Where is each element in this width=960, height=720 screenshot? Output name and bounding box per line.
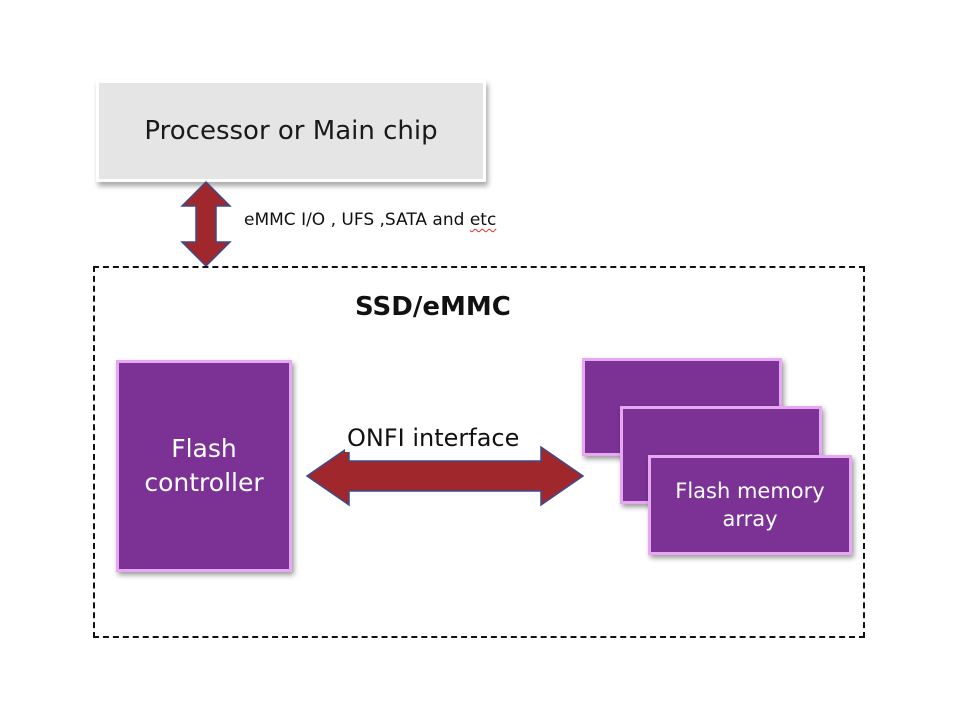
host-bus-arrow bbox=[180, 180, 232, 268]
flash-memory-block-front: Flash memory array bbox=[648, 455, 852, 555]
onfi-label: ONFI interface bbox=[345, 424, 522, 452]
controller-label-line1: Flash bbox=[171, 434, 237, 463]
host-interface-label: eMMC I/O , UFS ,SATA and etc bbox=[244, 210, 496, 230]
processor-label: Processor or Main chip bbox=[144, 116, 438, 146]
ssd-boundary bbox=[93, 266, 865, 638]
memory-label-line2: array bbox=[722, 507, 778, 531]
ssd-title: SSD/eMMC bbox=[355, 292, 511, 322]
double-arrow-vertical-icon bbox=[180, 180, 232, 268]
controller-label-line2: controller bbox=[144, 468, 264, 497]
flash-controller-block: Flash controller bbox=[116, 360, 292, 572]
processor-block: Processor or Main chip bbox=[96, 80, 486, 182]
spellcheck-flagged-word: etc bbox=[469, 210, 497, 230]
memory-label-line1: Flash memory bbox=[675, 479, 825, 503]
double-arrow-horizontal-icon bbox=[305, 445, 585, 507]
onfi-arrow bbox=[305, 445, 585, 507]
host-interface-text: eMMC I/O , UFS ,SATA and bbox=[244, 210, 470, 230]
